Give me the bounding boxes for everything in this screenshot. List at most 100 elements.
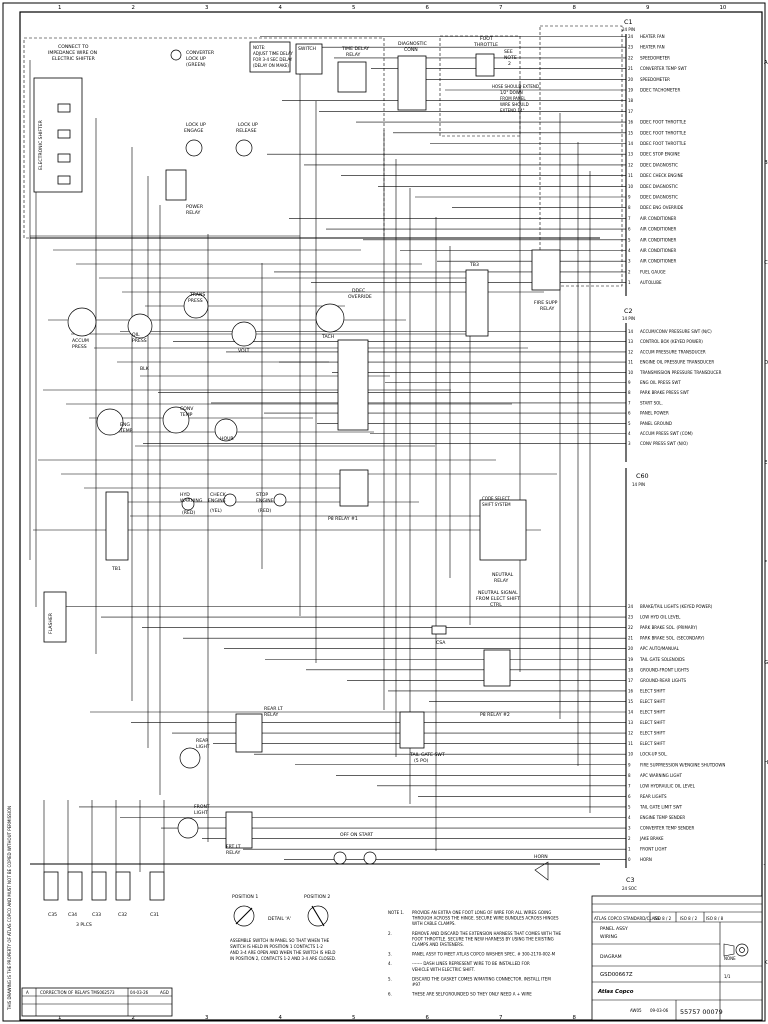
power-relay: POWER RELAY	[165, 169, 204, 216]
rear-lt-relay-1: REAR LT	[264, 706, 283, 712]
grid-col-bottom-2: 2	[132, 1015, 135, 1021]
hour-label: HOUR	[220, 436, 234, 442]
c1-pin-number: 14	[628, 141, 634, 146]
neutral-signal-2: FROM ELECT SHIFT	[476, 596, 520, 602]
grid-col-bottom-1: 1	[58, 1015, 61, 1021]
fuse-c35: C35	[48, 912, 57, 918]
trans-press-1: TRANS	[189, 292, 205, 298]
stop-engine-2: ENGINE	[256, 498, 274, 504]
note-text-line: DISCARD THE GASKET COMES W/MATING CONNEC…	[412, 976, 551, 981]
c1-pin-number: 15	[628, 130, 634, 135]
stop-engine-3: (RED)	[258, 508, 271, 514]
grid-col-bottom-5: 5	[352, 1015, 355, 1021]
lockup-engage-1: LOCK UP	[186, 122, 206, 128]
check-engine-1: CHECK	[210, 492, 227, 498]
c1-pin-number: 20	[628, 77, 634, 82]
c60-connector: C60 14 PIN	[625, 468, 649, 868]
drawing-number: 55757 00079	[680, 1008, 723, 1016]
title-line-2: WIRING	[600, 934, 618, 940]
off-on-start-label: OFF ON START	[340, 832, 373, 838]
conv-temp-gauge: CONV TEMP	[162, 406, 194, 434]
c1-pin-label: DDEC FOOT THROTTLE	[640, 141, 686, 146]
hour-meter: HOUR	[214, 418, 238, 442]
stop-engine-lamp: STOP ENGINE (RED)	[256, 492, 287, 514]
tach-label: TACH	[321, 334, 334, 340]
c3-pin-number: 5	[628, 804, 631, 809]
time-delay-label-1: TIME DELAY	[341, 46, 369, 52]
c3-pin-number: 0	[628, 857, 631, 862]
c1-pin-count: 24 PIN	[622, 27, 635, 32]
c1-pin-label: DDEC DIAGNOSTIC	[640, 162, 678, 167]
impedance-line-3: ELECTRIC SHIFTER	[52, 56, 96, 62]
p8-relay-2-label: P8 RELAY #2	[480, 712, 510, 718]
detail-caption-2: SWITCH IS HELD IN POSITION 1 CONTACTS 1-…	[230, 944, 323, 949]
flasher-unit: FLASHER	[43, 591, 67, 643]
grid-col-4: 4	[279, 5, 283, 11]
c3-pin-label: APC WARNING LIGHT	[640, 773, 683, 778]
revision-block: A CORRECTION OF RELAYS TMS062573 04-03-2…	[21, 987, 173, 1017]
flasher-label: FLASHER	[48, 612, 54, 634]
eng-temp-gauge: ENG TEMP	[96, 408, 133, 436]
accum-label-1: ACCUM	[72, 338, 89, 344]
grid-col-2: 2	[132, 5, 135, 11]
hose-note-2: 1/2" DOWN	[500, 90, 523, 95]
c1-pin-label: DDEC FOOT THROTTLE	[640, 120, 686, 125]
c1-pin-label: DDEC ENG OVERRIDE	[640, 205, 684, 210]
see-note-1: SEE	[504, 49, 513, 55]
c1-pin-label: AIR CONDITIONER	[640, 259, 676, 264]
c1-pin-label: CONVERTER TEMP SWT	[640, 66, 687, 71]
fuse-c34: C34	[68, 912, 77, 918]
c2-pin-label: ACCUM PRESS SWT (COM)	[640, 431, 693, 436]
hose-note-3: FROM PANEL	[500, 96, 526, 101]
diagnostic-connector: DIAGNOSTIC CONN	[397, 41, 427, 111]
converter-label-3: (GREEN)	[186, 62, 206, 68]
c1-pin-number: 17	[628, 109, 634, 114]
eng-temp-1: ENG	[120, 422, 130, 428]
diagnostic-label-1: DIAGNOSTIC	[398, 41, 427, 47]
c2-pin-number: 13	[628, 339, 634, 344]
grid-column-labels: 1122334455667788991010	[58, 5, 727, 1021]
foot-throttle-label-1: FOOT	[480, 36, 493, 42]
fire-supp-1: FIRE SUPP	[534, 300, 558, 306]
rear-lt-relay-2: RELAY	[264, 712, 279, 718]
c3-pin-label: TAIL GATE SOLENOIDS	[639, 657, 685, 662]
c3-pin-label: CONVERTER TEMP SENDER	[640, 826, 694, 831]
lockup-release-2: RELEASE	[236, 128, 257, 134]
c2-pin-label: CONV PRESS SWT (N/O)	[640, 441, 688, 446]
c3-pin-number: 20	[628, 646, 634, 651]
title-line-3: DIAGRAM	[600, 954, 622, 960]
time-delay-relay: TIME DELAY RELAY	[337, 46, 369, 93]
grid-row-A: A	[764, 60, 768, 66]
c2-pin-label: ENGINE OIL PRESSURE TRANSDUCER	[640, 360, 714, 365]
c3-pin-label: GROUND-FRONT LIGHTS	[640, 667, 689, 672]
c2-pin-number: 14	[628, 329, 634, 334]
c2-name: C2	[624, 307, 633, 315]
volt-label: VOLT	[238, 348, 250, 354]
impedance-line-1: CONNECT TO	[58, 44, 89, 50]
c1-pin-number: 5	[628, 237, 631, 242]
c2-pin-number: 4	[628, 431, 631, 436]
grid-col-10: 10	[720, 5, 727, 11]
c1-pin-label: DDEC FOOT THROTTLE	[640, 130, 686, 135]
c3-pin-label: LOCK-UP SOL.	[640, 752, 667, 757]
c1-pin-number: 19	[628, 88, 634, 93]
c3-pin-number: 7	[628, 783, 631, 788]
oil-press-gauge: OIL PRESS BLK	[127, 313, 153, 372]
note-text-line: FOOT THROTTLE. SECURE THE NEW HARNESS BY…	[412, 936, 554, 941]
blk-label: BLK	[140, 366, 150, 372]
c3-pin-number: 17	[628, 678, 634, 683]
c1-pin-number: 16	[628, 120, 634, 125]
note-text-line: PANEL ASSY TO MEET ATLAS COPCO WASHER SP…	[412, 952, 556, 957]
power-relay-1: POWER	[186, 204, 204, 210]
c3-pin-number: 1	[628, 847, 631, 852]
c1-pin-number: 7	[628, 216, 631, 221]
c60-pin-count: 14 PIN	[632, 482, 645, 487]
p8-relay-1-label: P8 RELAY #1	[328, 516, 358, 522]
c3-pin-number: 14	[628, 710, 634, 715]
c1-pin-number: 12	[628, 162, 634, 167]
c3-pin-label: ELECT SHIFT	[640, 688, 666, 693]
c1-pin-label: AIR CONDITIONER	[640, 237, 676, 242]
c3-pin-number: 23	[628, 615, 634, 620]
